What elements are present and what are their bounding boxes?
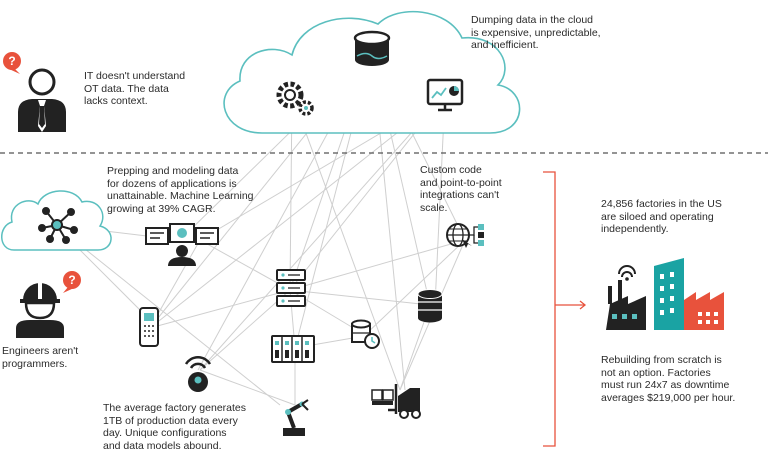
database-stack-icon	[417, 289, 443, 323]
forklift-icon	[371, 384, 421, 419]
bracket-arrow	[543, 171, 587, 447]
globe-network-icon	[446, 223, 484, 248]
plc-module-icon	[271, 335, 315, 363]
data-modeling-workstation-icon	[145, 223, 219, 266]
dashboard-icon	[426, 78, 464, 112]
server-rack-icon	[276, 269, 306, 307]
wireless-sensor-icon	[184, 355, 212, 392]
gears-icon	[276, 81, 314, 116]
svg-text:?: ?	[68, 273, 75, 287]
question-bubble-icon: ?	[3, 52, 21, 74]
factory-icon	[606, 258, 724, 330]
svg-text:?: ?	[8, 54, 15, 68]
network-hub-icon	[38, 207, 78, 244]
it-person-icon	[18, 68, 66, 132]
engineer-icon	[16, 283, 64, 338]
scheduled-database-icon	[351, 319, 380, 349]
robot-arm-icon	[283, 399, 309, 436]
question-bubble-icon: ?	[63, 271, 81, 293]
database-icon	[353, 30, 391, 66]
handheld-device-icon	[139, 307, 159, 347]
